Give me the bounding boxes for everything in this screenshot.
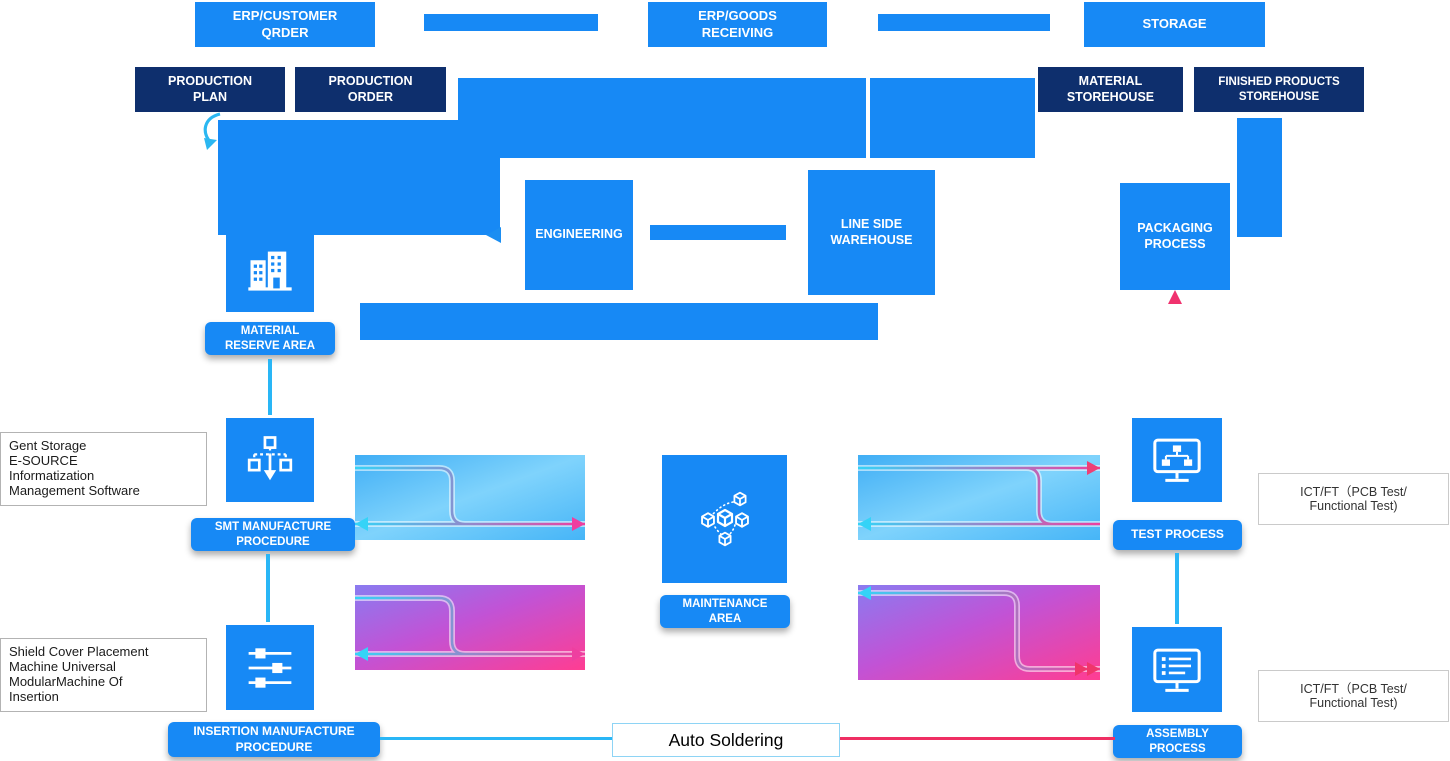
distribution-hierarchy-icon xyxy=(247,436,293,481)
flow-band-right xyxy=(870,78,1035,158)
connector-test-to-assembly xyxy=(1175,553,1179,624)
flow-band-left xyxy=(218,120,500,235)
note-ict-ft-test: ICT/FT（PCB Test/ Functional Test) xyxy=(1258,473,1449,525)
label-test-process: TEST PROCESS xyxy=(1113,520,1242,550)
node-production-plan: PRODUCTION PLAN xyxy=(135,67,285,112)
test-icon-box xyxy=(1132,418,1222,502)
note-management-software: Gent Storage E-SOURCE Informatization Ma… xyxy=(0,432,207,506)
label-smt-manufacture-procedure: SMT MANUFACTURE PROCEDURE xyxy=(191,518,355,551)
node-production-order: PRODUCTION ORDER xyxy=(295,67,446,112)
label-material-reserve-area: MATERIAL RESERVE AREA xyxy=(205,322,335,355)
test-line-graphic xyxy=(858,455,1100,540)
maintenance-icon-box xyxy=(662,455,787,583)
connector-soldering-to-assembly xyxy=(840,737,1115,740)
node-erp-goods-receiving: ERP/GOODS RECEIVING xyxy=(648,2,827,47)
node-finished-products-storehouse: FINISHED PRODUCTS STOREHOUSE xyxy=(1194,67,1364,112)
flow-band-reserve xyxy=(360,303,878,340)
insertion-line-graphic xyxy=(355,585,585,670)
node-storage: STORAGE xyxy=(1084,2,1265,47)
plan-loop-arrow-icon xyxy=(203,112,221,150)
note-ict-ft-assembly: ICT/FT（PCB Test/ Functional Test) xyxy=(1258,670,1449,722)
test-to-packaging-arrow xyxy=(1168,290,1182,416)
material-reserve-icon-box xyxy=(226,228,314,312)
assembly-icon-box xyxy=(1132,627,1222,712)
connector-engineering-warehouse xyxy=(650,225,786,240)
arrow-left-icon xyxy=(486,227,501,243)
smt-line-graphic xyxy=(355,455,585,540)
connector-smt-to-insertion xyxy=(266,554,270,622)
connector-insertion-to-soldering xyxy=(380,737,612,740)
smt-icon-box xyxy=(226,418,314,502)
buildings-icon xyxy=(248,251,292,291)
node-auto-soldering: Auto Soldering xyxy=(612,723,840,757)
connector-order-to-receiving xyxy=(424,14,598,31)
label-insertion-manufacture-procedure: INSERTION MANUFACTURE PROCEDURE xyxy=(168,722,380,757)
connector-receiving-to-storage xyxy=(878,14,1050,31)
monitor-flowchart-icon xyxy=(1153,438,1201,482)
slider-settings-icon xyxy=(248,647,292,688)
label-assembly-process: ASSEMBLY PROCESS xyxy=(1113,725,1242,758)
note-insertion-machines: Shield Cover Placement Machine Universal… xyxy=(0,638,207,712)
cube-network-icon xyxy=(700,491,749,547)
flow-band-center xyxy=(458,78,866,158)
node-erp-customer-order: ERP/CUSTOMER QRDER xyxy=(195,2,375,47)
label-maintenance-area: MAINTENANCE AREA xyxy=(660,595,790,628)
node-packaging-process: PACKAGING PROCESS xyxy=(1120,183,1230,290)
assembly-line-graphic xyxy=(858,585,1100,680)
node-material-storehouse: MATERIAL STOREHOUSE xyxy=(1038,67,1183,112)
monitor-checklist-icon xyxy=(1153,648,1201,692)
insertion-icon-box xyxy=(226,625,314,710)
node-line-side-warehouse: LINE SIDE WAREHOUSE xyxy=(808,170,935,295)
connector-reserve-to-smt xyxy=(268,359,272,415)
node-engineering: ENGINEERING xyxy=(525,180,633,290)
flow-band-storehouse-down xyxy=(1237,118,1282,237)
